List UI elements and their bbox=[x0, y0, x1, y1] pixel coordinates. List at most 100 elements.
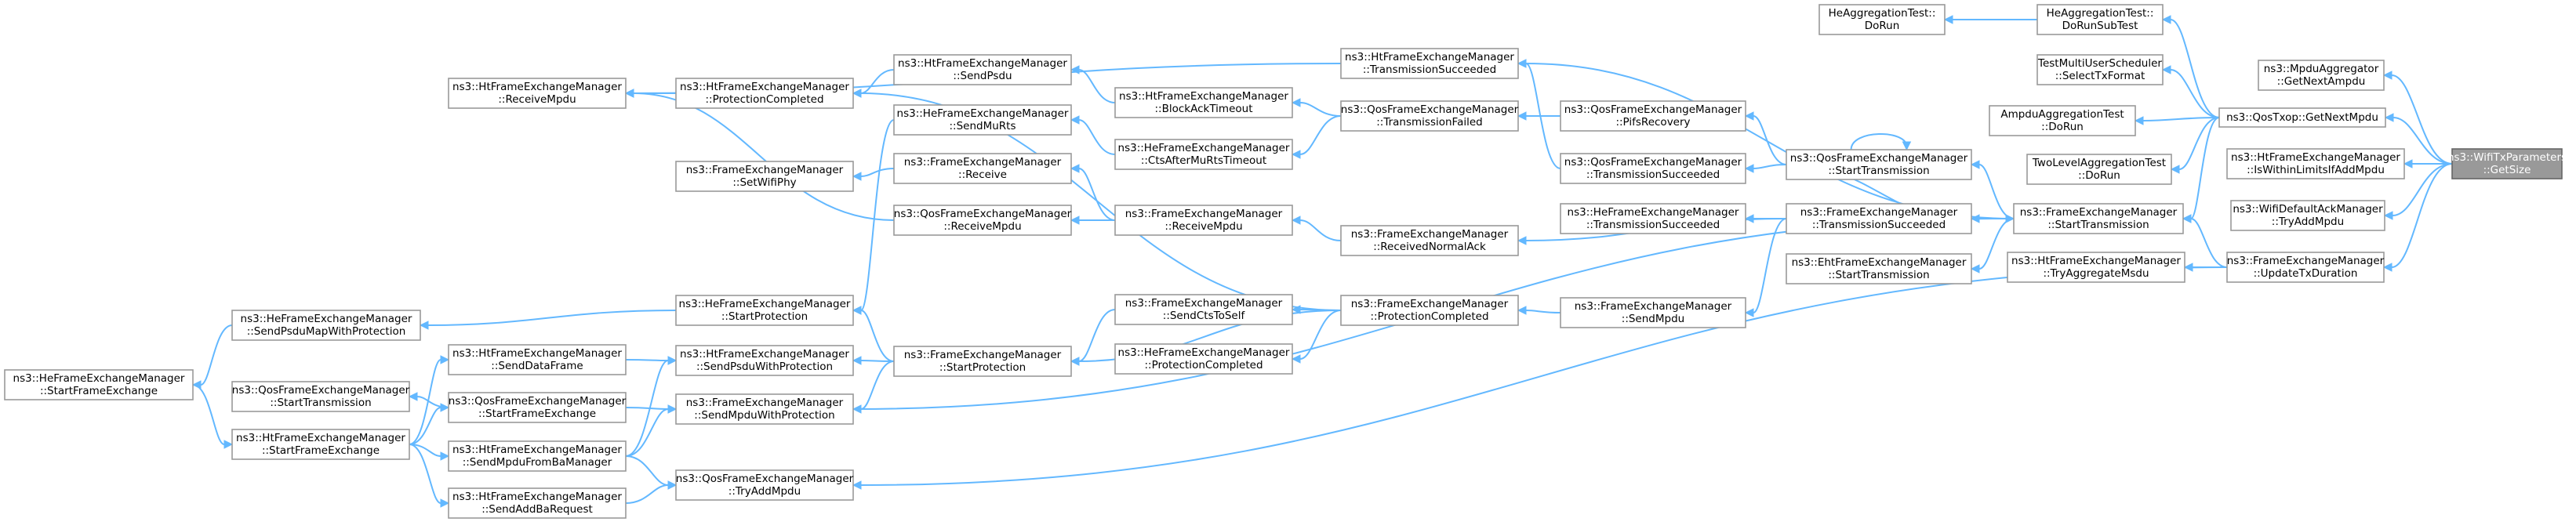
node-qosreceive[interactable]: ns3::QosFrameExchangeManager::ReceiveMpd… bbox=[893, 205, 1072, 236]
edge-arrowhead bbox=[624, 89, 634, 98]
node-wifidefack[interactable]: ns3::WifiDefaultAckManager::TryAddMpdu bbox=[2230, 200, 2385, 231]
edge-arrowhead bbox=[1970, 264, 1980, 274]
node-feprotcomp[interactable]: ns3::FrameExchangeManager::ProtectionCom… bbox=[1340, 295, 1519, 326]
node-fesendcts[interactable]: ns3::FrameExchangeManager::SendCtsToSelf bbox=[1114, 294, 1293, 325]
node-feupdatetx[interactable]: ns3::FrameExchangeManager::UpdateTxDurat… bbox=[2226, 252, 2385, 283]
node-hestartprot[interactable]: ns3::HeFrameExchangeManager::StartProtec… bbox=[675, 295, 854, 326]
node-label-line: ns3::FrameExchangeManager bbox=[1351, 228, 1509, 241]
node-qostxop[interactable]: ns3::QosTxop::GetNextMpdu bbox=[2218, 107, 2386, 128]
node-root[interactable]: ns3::WifiTxParameters::GetSize bbox=[2447, 148, 2567, 179]
node-qosstartfe[interactable]: ns3::QosFrameExchangeManager::StartFrame… bbox=[448, 392, 627, 423]
node-label-line: ::SelectTxFormat bbox=[2055, 70, 2145, 82]
edge-arrowhead bbox=[1744, 308, 1754, 317]
node-htsenddata[interactable]: ns3::HtFrameExchangeManager::SendDataFra… bbox=[448, 344, 627, 375]
node-box bbox=[1340, 100, 1519, 132]
node-box bbox=[4, 369, 194, 400]
edge-arrowhead bbox=[2403, 159, 2413, 168]
node-hetransucc[interactable]: ns3::HeFrameExchangeManager::Transmissio… bbox=[1560, 203, 1746, 234]
node-qostranfail[interactable]: ns3::QosFrameExchangeManager::Transmissi… bbox=[1340, 100, 1519, 132]
node-htsendpsdu[interactable]: ns3::HtFrameExchangeManager::SendPsdu bbox=[893, 54, 1072, 85]
edge-fesendmpduprot-htsendfromba bbox=[625, 408, 669, 457]
node-box bbox=[1786, 253, 1972, 284]
edge-arrowhead bbox=[1070, 216, 1080, 225]
edge-fesendmpdu-fetransucc bbox=[1753, 218, 1787, 313]
node-fereceive[interactable]: ns3::FrameExchangeManager::Receive bbox=[893, 153, 1072, 184]
node-fenormalack[interactable]: ns3::FrameExchangeManager::ReceivedNorma… bbox=[1340, 225, 1519, 256]
node-label-line: ::SendPsduWithProtection bbox=[696, 361, 833, 373]
node-heaggdorun[interactable]: HeAggregationTest::DoRun bbox=[1818, 4, 1946, 35]
edge-hesendmurts-hectsafter bbox=[1078, 119, 1116, 155]
node-hepsdumap[interactable]: ns3::HeFrameExchangeManager::SendPsduMap… bbox=[231, 310, 421, 341]
node-fereceivempdu[interactable]: ns3::FrameExchangeManager::ReceiveMpdu bbox=[1114, 205, 1293, 236]
edge-qostxop-root bbox=[2393, 117, 2453, 165]
edge-arrowhead bbox=[1517, 59, 1527, 68]
node-label-line: ns3::HeFrameExchangeManager bbox=[13, 372, 185, 385]
edge-hepsdumap-hestartprot bbox=[427, 310, 677, 326]
node-qostryadd[interactable]: ns3::QosFrameExchangeManager::TryAddMpdu bbox=[675, 469, 854, 501]
node-ehtstarttx[interactable]: ns3::EhtFrameExchangeManager::StartTrans… bbox=[1786, 253, 1972, 284]
edge-htsendpsduprot-htsendfromba bbox=[625, 360, 669, 457]
node-box bbox=[675, 295, 854, 326]
node-htstartfe[interactable]: ns3::HtFrameExchangeManager::StartFrameE… bbox=[231, 429, 410, 460]
node-label-line: ::SendMpduWithProtection bbox=[694, 409, 834, 422]
node-fetransucc[interactable]: ns3::FrameExchangeManager::TransmissionS… bbox=[1786, 203, 1972, 234]
edge-arrowhead bbox=[440, 355, 450, 364]
node-label-line: ns3::QosFrameExchangeManager bbox=[449, 395, 627, 408]
edge-arrowhead bbox=[852, 356, 862, 365]
node-testmulti[interactable]: TestMultiUserScheduler::SelectTxFormat bbox=[2036, 54, 2164, 85]
node-qospifs[interactable]: ns3::QosFrameExchangeManager::PifsRecove… bbox=[1560, 100, 1746, 132]
node-label-line: ::StartFrameExchange bbox=[478, 408, 596, 420]
edge-arrowhead bbox=[1744, 164, 1754, 173]
node-label-line: ns3::EhtFrameExchangeManager bbox=[1792, 256, 1967, 269]
node-box bbox=[893, 205, 1072, 236]
node-htprotcomp[interactable]: ns3::HtFrameExchangeManager::ProtectionC… bbox=[675, 78, 854, 109]
node-box bbox=[448, 392, 627, 423]
edge-hestartprot-festartprot bbox=[860, 310, 895, 362]
edge-festartprot-fesendcts bbox=[1078, 309, 1116, 362]
node-box bbox=[2230, 200, 2385, 231]
node-fesendmpduprot[interactable]: ns3::FrameExchangeManager::SendMpduWithP… bbox=[675, 393, 854, 425]
node-layer: ns3::WifiTxParameters::GetSize ns3::MpduA… bbox=[4, 4, 2567, 519]
edge-feprotcomp-fesendmpdu bbox=[1525, 310, 1561, 313]
node-box bbox=[1114, 139, 1293, 170]
edge-arrowhead bbox=[2170, 165, 2180, 174]
node-label-line: TwoLevelAggregationTest bbox=[2032, 157, 2166, 169]
node-hectsafter[interactable]: ns3::HeFrameExchangeManager::CtsAfterMuR… bbox=[1114, 139, 1293, 170]
node-label-line: ::SendPsdu bbox=[953, 70, 1012, 82]
node-htwithin[interactable]: ns3::HtFrameExchangeManager::IsWithinLim… bbox=[2226, 148, 2405, 179]
node-festartprot[interactable]: ns3::FrameExchangeManager::StartProtecti… bbox=[893, 346, 1072, 377]
node-ampduagg[interactable]: AmpduAggregationTest::DoRun bbox=[1989, 105, 2136, 136]
node-htransucc[interactable]: ns3::HtFrameExchangeManager::Transmissio… bbox=[1340, 48, 1519, 79]
node-heaggsub[interactable]: HeAggregationTest::DoRunSubTest bbox=[2036, 4, 2164, 35]
node-box bbox=[231, 381, 410, 412]
node-qostransucc[interactable]: ns3::QosFrameExchangeManager::Transmissi… bbox=[1560, 153, 1746, 184]
node-mpduagg[interactable]: ns3::MpduAggregator::GetNextAmpdu bbox=[2258, 60, 2385, 91]
node-htsendaddba[interactable]: ns3::HtFrameExchangeManager::SendAddBaRe… bbox=[448, 487, 627, 519]
node-htsendfromba[interactable]: ns3::HtFrameExchangeManager::SendMpduFro… bbox=[448, 440, 627, 472]
node-box bbox=[1786, 203, 1972, 234]
node-box bbox=[2226, 252, 2385, 283]
node-fesetphy[interactable]: ns3::FrameExchangeManager::SetWifiPhy bbox=[675, 161, 854, 192]
node-box bbox=[448, 344, 627, 375]
node-htsendpsduprot[interactable]: ns3::HtFrameExchangeManager::SendPsduWit… bbox=[675, 345, 854, 376]
node-box bbox=[231, 429, 410, 460]
edge-arrowhead bbox=[852, 172, 862, 181]
node-twolevel[interactable]: TwoLevelAggregationTest::DoRun bbox=[2026, 154, 2172, 185]
edge-hestartprot-hesendmurts bbox=[860, 119, 895, 311]
edge-htstartfe-hestartfe bbox=[192, 384, 225, 445]
edge-arrowhead bbox=[440, 451, 450, 461]
node-festarttx[interactable]: ns3::FrameExchangeManager::StartTransmis… bbox=[2013, 203, 2184, 234]
node-box bbox=[1340, 225, 1519, 256]
node-httryagg[interactable]: ns3::HtFrameExchangeManager::TryAggregat… bbox=[2007, 252, 2185, 283]
node-qosstarttx[interactable]: ns3::QosFrameExchangeManager::StartTrans… bbox=[1786, 149, 1972, 180]
node-fesendmpdu[interactable]: ns3::FrameExchangeManager::SendMpdu bbox=[1560, 297, 1746, 328]
node-qosstarttx2[interactable]: ns3::QosFrameExchangeManager::StartTrans… bbox=[231, 381, 410, 412]
node-htblockack[interactable]: ns3::HtFrameExchangeManager::BlockAckTim… bbox=[1114, 87, 1293, 118]
node-hestartfe[interactable]: ns3::HeFrameExchangeManager::StartFrameE… bbox=[4, 369, 194, 400]
node-hesendmurts[interactable]: ns3::HeFrameExchangeManager::SendMuRts bbox=[893, 104, 1072, 136]
node-label-line: ::TransmissionSucceeded bbox=[1586, 219, 1720, 231]
node-htreceive[interactable]: ns3::HtFrameExchangeManager::ReceiveMpdu bbox=[448, 78, 627, 109]
edge-htreceive-qosreceive bbox=[633, 92, 895, 221]
node-feprotcomp2[interactable]: ns3::HeFrameExchangeManager::ProtectionC… bbox=[1114, 343, 1293, 375]
edge-arrowhead bbox=[2005, 214, 2015, 223]
